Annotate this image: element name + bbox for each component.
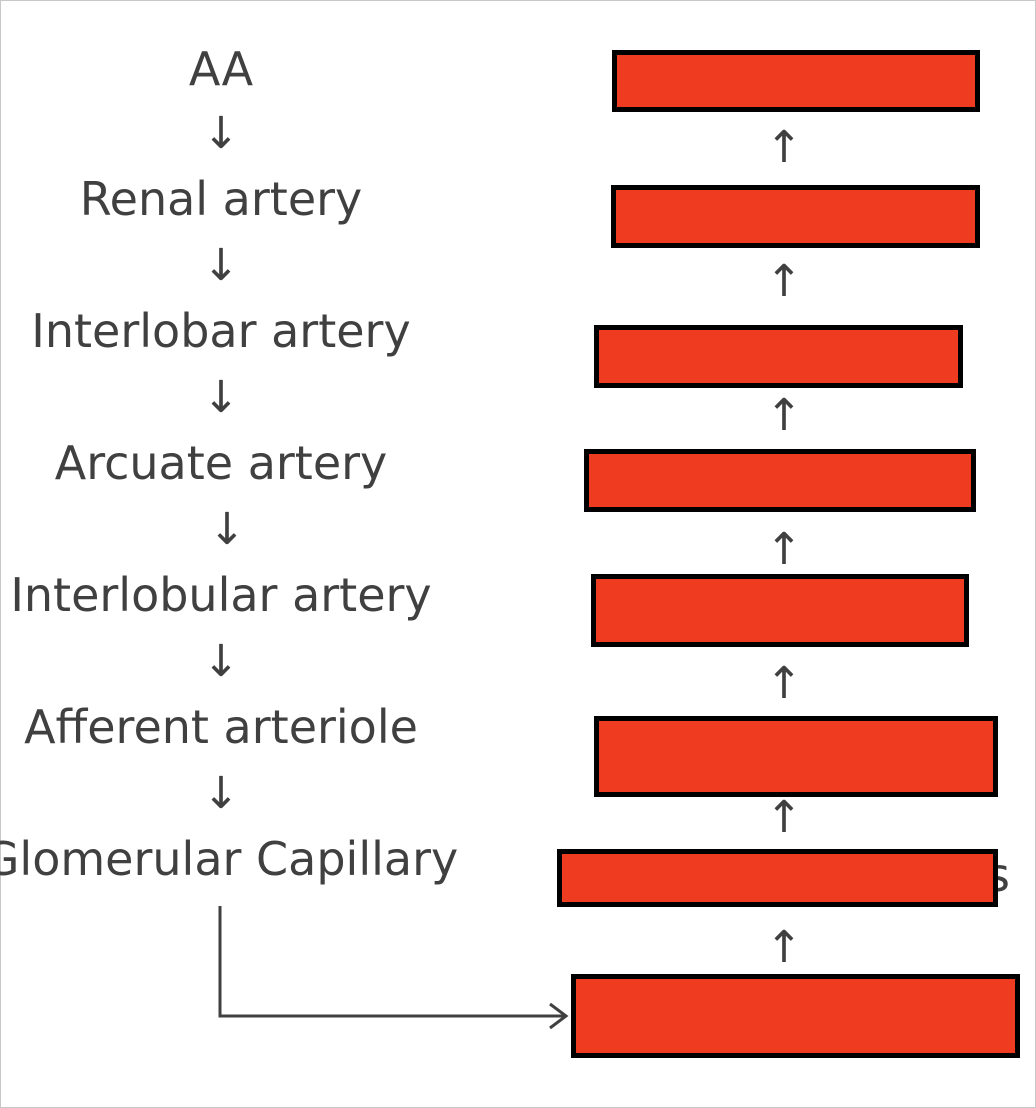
up-arrow-6: ↑ [765, 792, 803, 843]
masked-box-7 [557, 849, 998, 907]
up-arrow-3: ↑ [765, 390, 803, 441]
masked-box-8 [571, 974, 1020, 1058]
label-aa: AA [188, 42, 254, 96]
down-arrow-1: ↓ [202, 108, 240, 159]
masked-box-5 [591, 574, 969, 647]
up-arrow-4: ↑ [765, 524, 803, 575]
label-afferent-arteriole: Afferent arteriole [24, 700, 418, 754]
up-arrow-2: ↑ [765, 256, 803, 307]
masked-box-6 [594, 716, 998, 797]
down-arrow-3: ↓ [202, 372, 240, 423]
up-arrow-1: ↑ [765, 122, 803, 173]
label-renal-artery: Renal artery [79, 172, 363, 226]
down-arrow-4: ↓ [208, 504, 246, 555]
label-interlobular-artery: Interlobular artery [10, 568, 432, 622]
label-interlobar-artery: Interlobar artery [31, 304, 411, 358]
down-arrow-5: ↓ [202, 636, 240, 687]
up-arrow-7: ↑ [765, 922, 803, 973]
down-arrow-6: ↓ [202, 768, 240, 819]
masked-box-3 [594, 325, 963, 388]
masked-box-1 [612, 50, 980, 112]
up-arrow-5: ↑ [765, 658, 803, 709]
masked-box-4 [584, 449, 976, 512]
label-arcuate-artery: Arcuate artery [54, 436, 388, 490]
masked-box-2 [611, 185, 980, 248]
label-glomerular-capillary: Glomerular Capillary [0, 832, 459, 886]
down-arrow-2: ↓ [202, 240, 240, 291]
